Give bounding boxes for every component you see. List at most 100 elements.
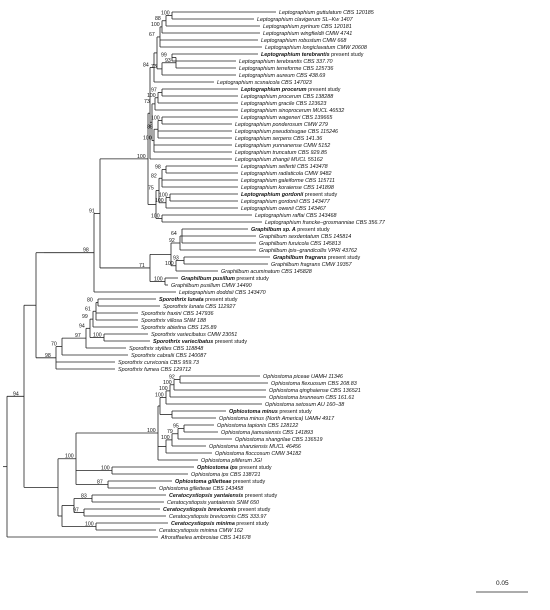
taxon-label: Ophiostoma piceae UAMH 11346: [263, 374, 343, 380]
taxon-name: Leptographium gordonii: [241, 192, 304, 198]
support-value: 100: [93, 333, 102, 339]
taxon-label: Ceratocystiopsis yantaiensis SNM 650: [167, 500, 259, 506]
support-value: 86: [147, 124, 153, 130]
taxon-name: Sporothrix variecibatus: [153, 339, 213, 345]
taxon-label: Leptographium guttulatum CBS 120185: [279, 10, 375, 16]
taxon-label: Leptographium pyrinum CBS 120181: [263, 24, 352, 30]
taxon-label: Ophiostoma floccosum CMW 34182: [215, 451, 301, 457]
support-value: 64: [171, 231, 177, 237]
support-value: 79: [167, 429, 173, 435]
taxon-name: Ophiostoma shangrilae CBS 136519: [235, 437, 323, 443]
taxon-source: present study: [243, 493, 277, 499]
taxon-label: Leptographium clavigerum SL–Kw 1407: [257, 17, 354, 23]
taxon-name: Ceratocystiopsis minima: [171, 521, 235, 527]
taxon-label: Sporothrix abietina CBS 125.89: [141, 325, 217, 331]
taxon-label: Graphilbum fragrans present study: [273, 255, 360, 261]
taxon-name: Leptographium terebrantis CBS 337.70: [239, 59, 333, 65]
taxon-name: Leptographium clavigerum SL–Kw 1407: [257, 17, 354, 23]
support-value: 100: [161, 11, 170, 17]
support-value: 100: [147, 428, 156, 434]
taxon-label: Leptographium aureum CBS 438.69: [239, 73, 325, 79]
taxon-name: Leptographium pseudotsugae CBS 115246: [235, 129, 338, 135]
taxon-name: Graphilbum ipis–grandicollis VPRI 43762: [259, 248, 357, 254]
taxon-name: Leptographium koraiense CBS 141898: [241, 185, 334, 191]
taxon-label: Leptographium seifertii CBS 143478: [241, 164, 328, 170]
taxon-name: Sporothrix fraxini CBS 147936: [141, 311, 214, 317]
taxon-name: Leptographium wingfieldii CMW 4741: [263, 31, 352, 37]
taxon-name: Ophiostoma flexuosum CBS 208.83: [271, 381, 357, 387]
support-value: 93: [165, 58, 171, 64]
taxon-source: present study: [236, 507, 270, 513]
taxon-label: Ceratocystiopsis brevicomis present stud…: [163, 507, 271, 513]
taxon-label: Leptographium procerum CBS 138288: [241, 94, 333, 100]
taxon-source: present study: [303, 192, 337, 198]
taxon-label: Ophiostoma shanziensis MUCL 46456: [209, 444, 301, 450]
taxon-name: Leptographium procerum CBS 138288: [241, 94, 333, 100]
taxon-source: present study: [326, 255, 360, 261]
taxon-label: Graphilbum sp. A present study: [251, 227, 330, 233]
taxon-name: Leptographium radiaticola CMW 9482: [241, 171, 332, 177]
taxon-source: present study: [213, 339, 247, 345]
taxon-name: Ophiostoma qinghaiense CBS 136521: [269, 388, 361, 394]
support-value: 100: [155, 198, 164, 204]
taxon-label: Leptographium wageneri CBS 139665: [241, 115, 333, 121]
support-value: 100: [137, 154, 146, 160]
taxon-label: Sporothrix fumea CBS 129712: [118, 367, 191, 373]
support-value: 94: [79, 323, 85, 329]
taxon-label: Sporothrix curviconia CBS 959.73: [118, 360, 199, 366]
taxon-label: Leptographium pseudotsugae CBS 115246: [235, 129, 338, 135]
support-value: 82: [151, 173, 157, 179]
taxon-name: Ophiostoma brunneum CBS 161.61: [269, 395, 354, 401]
taxon-label: Leptographium zhangii MUCL 55162: [235, 157, 323, 163]
taxon-label: Leptographium doddsii CBS 143470: [179, 290, 266, 296]
support-value: 83: [81, 494, 87, 500]
taxon-name: Leptographium francke–grosmanniae CBS 35…: [265, 220, 386, 226]
taxon-label: Leptographium owenii CBS 143467: [241, 206, 327, 212]
support-value: 80: [87, 298, 93, 304]
taxon-name: Leptographium truncatum CBS 929.85: [235, 150, 328, 156]
taxon-name: Graphilbum furuicola CBS 145813: [259, 241, 341, 247]
taxon-name: Leptographium zhangii MUCL 55162: [235, 157, 323, 163]
taxon-source: present study: [204, 297, 238, 303]
taxon-label: Graphilbum pusillum CMW 14490: [171, 283, 252, 289]
taxon-label: Graphilbum acuminatum CBS 145828: [221, 269, 312, 275]
taxon-label: Leptographium gordonii CBS 143477: [241, 199, 331, 205]
taxon-name: Leptographium scsnaicola CBS 147023: [217, 80, 312, 86]
taxon-label: Ophiostoma piliferum JGI: [201, 458, 262, 464]
taxon-label: Sporothrix fraxini CBS 147936: [141, 311, 214, 317]
taxon-label: Sporothrix cabralii CBS 140087: [131, 353, 207, 359]
taxon-label: Leptographium radiaticola CMW 9482: [241, 171, 332, 177]
taxon-source: present study: [296, 227, 330, 233]
support-value: 71: [139, 263, 145, 269]
taxon-label: Ceratocystiopsis minima present study: [171, 521, 269, 527]
taxon-name: Sporothrix lunata: [159, 297, 204, 303]
taxon-label: Ophiostoma gilletteae CBS 143458: [159, 486, 243, 492]
taxon-name: Ceratocystiopsis yantaiensis: [169, 493, 243, 499]
taxon-name: Ophiostoma setosum AU 160–38: [265, 402, 344, 408]
taxon-name: Leptographium ponderosum CMW 279: [235, 122, 328, 128]
taxon-label: Ceratocystiopsis minima CMW 162: [159, 528, 243, 534]
support-values: 1008810067999373849710073100861009882100…: [13, 11, 179, 528]
support-value: 84: [143, 62, 149, 68]
taxon-name: Leptographium raffai CBS 143468: [255, 213, 337, 219]
support-value: 100: [151, 116, 160, 122]
taxon-label: Sporothrix lunata present study: [159, 297, 238, 303]
support-value: 61: [85, 306, 91, 312]
taxon-label: Graphilbum sexdentatum CBS 145814: [259, 234, 351, 240]
taxon-name: Sporothrix cabralii CBS 140087: [131, 353, 207, 359]
taxon-label: Leptographium raffai CBS 143468: [255, 213, 337, 219]
support-value: 92: [169, 238, 175, 244]
support-value: 100: [85, 522, 94, 528]
support-value: 100: [65, 454, 74, 460]
taxon-name: Sporothrix curviconia CBS 959.73: [118, 360, 199, 366]
taxon-name: Leptographium guttulatum CBS 120185: [279, 10, 375, 16]
taxon-label: Ophiostoma ips CBS 138721: [191, 472, 261, 478]
taxon-name: Graphilbum sp. A: [251, 227, 296, 233]
taxon-name: Ophiostoma minus: [229, 409, 278, 415]
support-value: 87: [97, 480, 103, 486]
taxon-source: present study: [231, 479, 265, 485]
support-value: 100: [155, 392, 164, 398]
taxon-label: Leptographium terreforme CBS 125736: [239, 66, 333, 72]
taxon-label: Ophiostoma minus (North America) UAMH 49…: [219, 416, 335, 422]
support-value: 100: [151, 214, 160, 220]
